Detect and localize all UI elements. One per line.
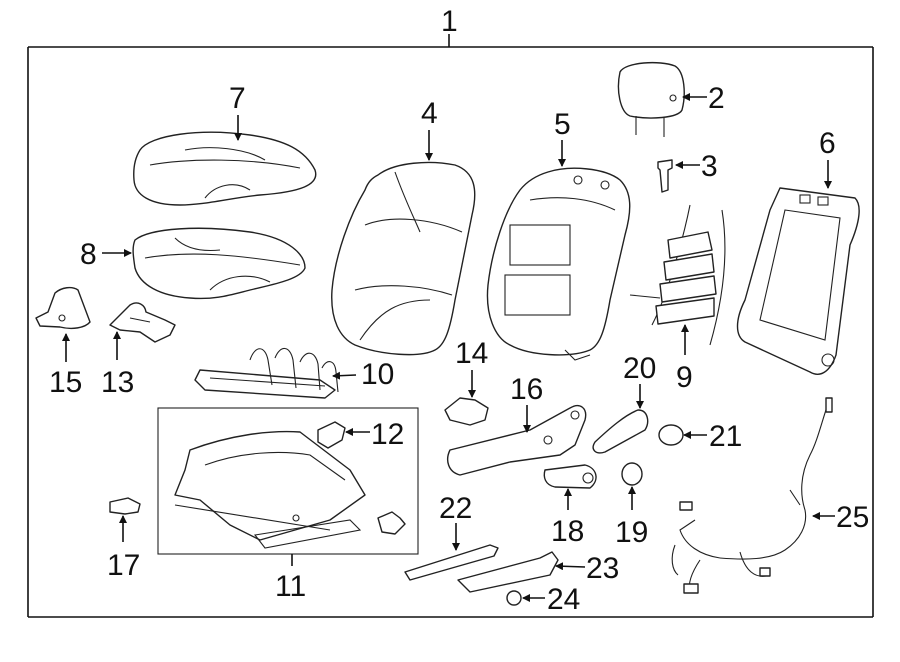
cushion-springs xyxy=(194,347,339,399)
callout-19: 19 xyxy=(615,516,648,549)
wiring-harness xyxy=(671,397,833,594)
adjuster-knob xyxy=(109,497,141,515)
trim-bracket xyxy=(109,302,176,343)
callout-17: 17 xyxy=(107,549,140,582)
callout-3: 3 xyxy=(701,150,718,183)
callout-20: 20 xyxy=(623,352,656,385)
cover-plug xyxy=(506,590,522,606)
seat-adjuster-track xyxy=(174,430,406,549)
side-shield-bracket xyxy=(35,286,91,330)
lever-cap xyxy=(621,462,643,486)
seat-adjuster-box xyxy=(157,407,419,555)
headrest-guide xyxy=(657,159,673,193)
seat-back-frame xyxy=(736,187,860,375)
callout-13: 13 xyxy=(101,366,134,399)
callout-10: 10 xyxy=(361,358,394,391)
callout-23: 23 xyxy=(586,552,619,585)
track-cover xyxy=(404,544,499,581)
callout-12: 12 xyxy=(371,418,404,451)
callout-11: 11 xyxy=(275,570,306,603)
callout-1: 1 xyxy=(441,5,458,38)
callout-16: 16 xyxy=(510,373,543,406)
seat-cushion-cover xyxy=(133,131,317,206)
callout-22: 22 xyxy=(439,492,472,525)
callout-14: 14 xyxy=(455,337,488,370)
callout-18: 18 xyxy=(551,515,584,548)
lumbar-support xyxy=(629,204,726,346)
recliner-cap xyxy=(658,424,684,446)
adjuster-motor xyxy=(317,421,346,449)
seat-back-cover xyxy=(331,161,476,356)
height-lever xyxy=(543,464,597,489)
callout-6: 6 xyxy=(819,127,836,160)
recliner-latch xyxy=(444,397,489,426)
seat-cushion-pad xyxy=(132,227,306,300)
callout-2: 2 xyxy=(708,82,725,115)
side-shield xyxy=(447,404,587,476)
seat-back-pad xyxy=(486,167,631,361)
callout-4: 4 xyxy=(421,97,438,130)
callout-8: 8 xyxy=(80,238,97,271)
assembly-frame xyxy=(27,34,874,618)
outer-track-cover xyxy=(457,551,559,593)
callout-15: 15 xyxy=(49,366,82,399)
callout-7: 7 xyxy=(229,82,246,115)
callout-25: 25 xyxy=(836,501,869,534)
callout-9: 9 xyxy=(676,361,693,394)
callout-21: 21 xyxy=(709,420,742,453)
callout-5: 5 xyxy=(554,108,571,141)
recliner-handle xyxy=(592,409,649,454)
callout-24: 24 xyxy=(547,583,580,616)
headrest xyxy=(617,61,685,137)
